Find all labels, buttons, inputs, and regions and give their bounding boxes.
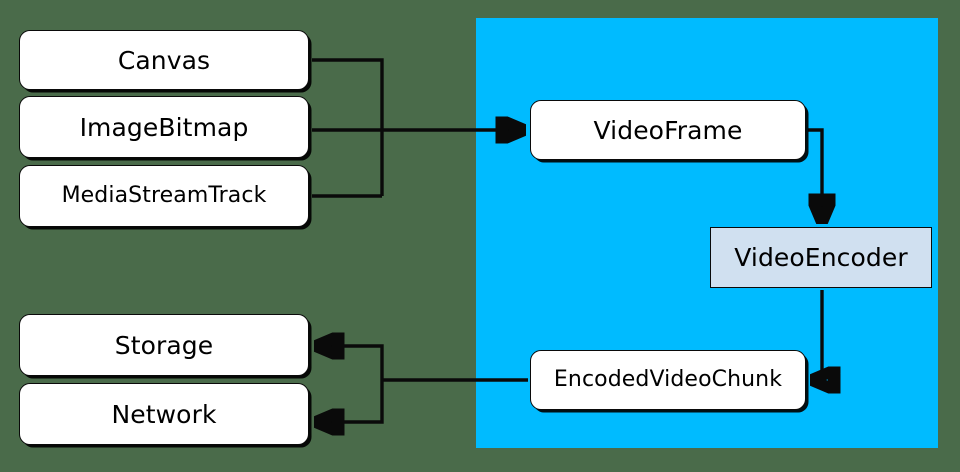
node-imagebitmap[interactable]: ImageBitmap [19,96,309,158]
node-storage-label: Storage [114,330,214,360]
node-videoencoder[interactable]: VideoEncoder [710,227,932,288]
node-storage[interactable]: Storage [19,314,309,376]
node-videoencoder-label: VideoEncoder [734,243,908,272]
node-network-label: Network [111,399,217,429]
node-encodedvideochunk[interactable]: EncodedVideoChunk [530,350,806,410]
node-videoframe[interactable]: VideoFrame [530,100,806,160]
node-canvas[interactable]: Canvas [19,30,309,90]
node-canvas-label: Canvas [117,45,211,75]
node-mediastreamtrack[interactable]: MediaStreamTrack [19,165,309,227]
node-network[interactable]: Network [19,383,309,445]
node-imagebitmap-label: ImageBitmap [79,112,249,142]
node-encodedvideochunk-label: EncodedVideoChunk [553,367,783,392]
node-mediastreamtrack-label: MediaStreamTrack [61,183,267,208]
node-videoframe-label: VideoFrame [593,115,743,145]
